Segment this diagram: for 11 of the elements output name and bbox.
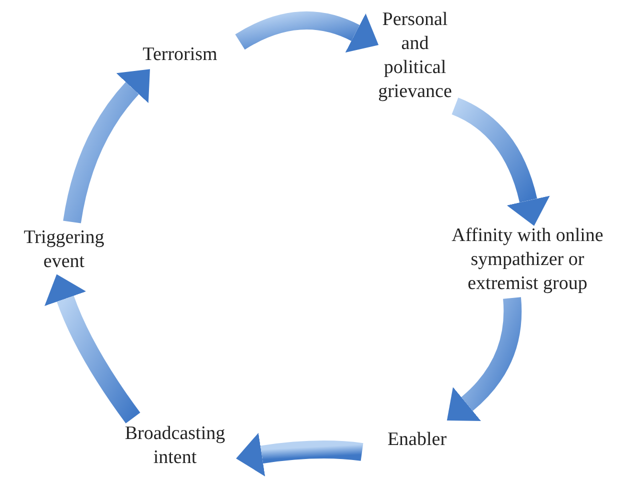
node-label: Broadcasting intent [124,422,226,470]
node-label: Terrorism [142,43,218,67]
curved-arrow [236,432,364,476]
node-label: Personal and political grievance [377,8,453,104]
curved-arrow [448,297,522,422]
curved-arrow [44,274,140,424]
node-label: Affinity with online sympathizer or extremist group [450,224,604,296]
node-label: Triggering event [22,226,106,274]
curved-arrow [235,11,380,53]
node-label: Enabler [387,428,447,452]
curved-arrow [63,68,150,224]
